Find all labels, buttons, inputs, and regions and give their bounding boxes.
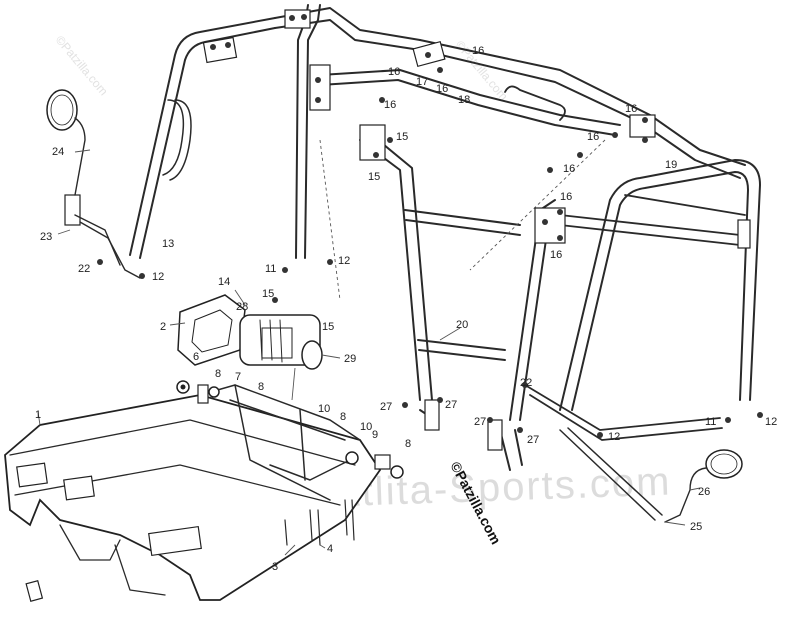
label-12d: 12 <box>765 416 777 428</box>
label-27c: 27 <box>474 416 486 428</box>
label-16i: 16 <box>550 249 562 261</box>
label-19: 19 <box>665 159 677 171</box>
label-22b: 22 <box>520 377 532 389</box>
label-13: 13 <box>162 238 174 250</box>
label-12b: 12 <box>338 255 350 267</box>
label-16e: 16 <box>625 103 637 115</box>
label-16f: 16 <box>587 131 599 143</box>
label-18: 18 <box>458 94 470 106</box>
stay-bar <box>524 384 723 521</box>
label-8a: 8 <box>215 368 221 380</box>
label-28: 28 <box>236 301 248 313</box>
label-22a: 22 <box>78 263 90 275</box>
label-7: 7 <box>235 371 241 383</box>
fairlead-parts <box>25 380 404 602</box>
front-bumper <box>4 384 382 601</box>
label-16g: 16 <box>563 163 575 175</box>
label-25: 25 <box>690 521 702 533</box>
watermark-patzilla-top: ©Patzilla.com <box>53 33 111 98</box>
label-27d: 27 <box>527 434 539 446</box>
label-2: 2 <box>160 321 166 333</box>
label-16b: 16 <box>388 66 400 78</box>
label-8c: 8 <box>340 411 346 423</box>
leader-lines <box>37 149 701 556</box>
label-16d: 16 <box>384 99 396 111</box>
label-26: 26 <box>698 486 710 498</box>
label-24: 24 <box>52 146 64 158</box>
label-8b: 8 <box>258 381 264 393</box>
mounting-brackets <box>64 9 751 451</box>
label-10: 10 <box>318 403 330 415</box>
left-mirror <box>46 89 141 279</box>
label-23: 23 <box>40 231 52 243</box>
label-15c: 15 <box>396 131 408 143</box>
label-20: 20 <box>456 319 468 331</box>
part-labels: 1 2 3 4 6 7 8 8 8 8 9 10 10 11 11 12 12 … <box>35 45 777 573</box>
label-27a: 27 <box>380 401 392 413</box>
label-9: 9 <box>372 429 378 441</box>
label-17: 17 <box>416 76 428 88</box>
label-8d: 8 <box>405 438 411 450</box>
label-16a: 16 <box>472 45 484 57</box>
label-12c: 12 <box>608 431 620 443</box>
label-14: 14 <box>218 276 230 288</box>
label-11a: 11 <box>265 263 276 275</box>
winch <box>177 294 323 370</box>
label-15d: 15 <box>368 171 380 183</box>
label-6: 6 <box>193 351 199 363</box>
label-10b: 10 <box>360 421 372 433</box>
label-29: 29 <box>344 353 356 365</box>
label-15a: 15 <box>262 288 274 300</box>
label-16c: 16 <box>436 83 448 95</box>
label-15b: 15 <box>322 321 334 333</box>
label-27b: 27 <box>445 399 457 411</box>
label-1: 1 <box>35 409 41 421</box>
label-11b: 11 <box>705 416 716 428</box>
label-4: 4 <box>327 543 333 555</box>
label-16h: 16 <box>560 191 572 203</box>
label-12a: 12 <box>152 271 164 283</box>
label-3: 3 <box>272 561 278 573</box>
